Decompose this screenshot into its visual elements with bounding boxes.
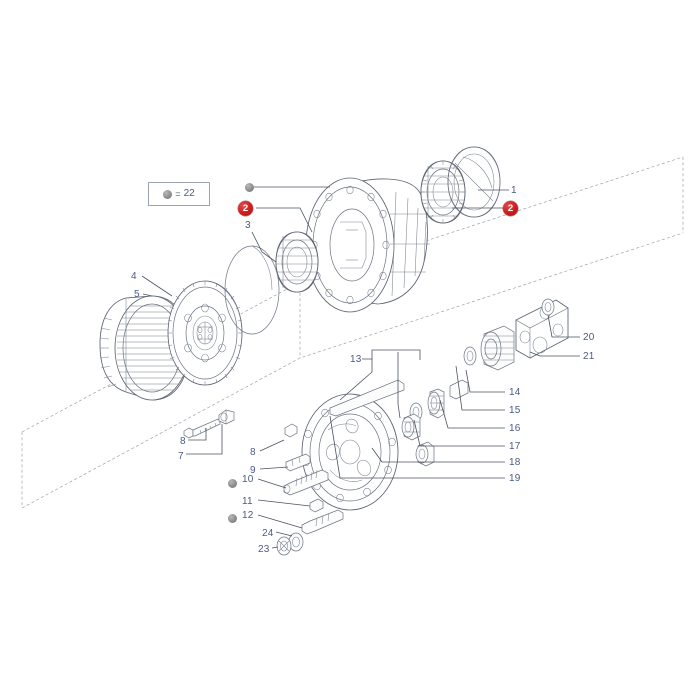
label-7: 7 — [178, 451, 184, 462]
label-13: 13 — [350, 354, 362, 365]
legend-equals: = — [175, 188, 181, 199]
badge-2-right: 2 — [503, 201, 518, 216]
leader-lines — [141, 186, 580, 549]
dot-top-icon — [245, 183, 254, 192]
label-12: 12 — [242, 510, 254, 521]
gray-dot-icon — [163, 189, 173, 199]
label-8a: 8 — [180, 436, 186, 447]
label-9: 9 — [250, 465, 256, 476]
label-11: 11 — [242, 496, 253, 507]
label-1: 1 — [511, 185, 517, 196]
label-4: 4 — [131, 271, 137, 282]
axle-housing-part — [305, 177, 430, 313]
label-24: 24 — [262, 528, 274, 539]
legend-box: = 22 — [148, 182, 210, 206]
label-15: 15 — [509, 405, 521, 416]
label-16: 16 — [509, 423, 521, 434]
dot-10-icon — [228, 479, 237, 488]
ring-gear-part — [167, 280, 243, 386]
label-23: 23 — [258, 544, 270, 555]
label-3: 3 — [245, 220, 251, 231]
label-18: 18 — [509, 457, 521, 468]
label-10: 10 — [242, 474, 254, 485]
fasteners-group — [276, 423, 344, 556]
nut-8-part — [218, 409, 235, 425]
label-17: 17 — [509, 441, 521, 452]
label-21: 21 — [583, 351, 595, 362]
bolt-7-part — [183, 418, 221, 439]
label-5: 5 — [134, 289, 140, 300]
label-20: 20 — [583, 332, 595, 343]
bearing-3-part — [275, 231, 319, 293]
badge-2-left: 2 — [238, 201, 253, 216]
legend-value: 22 — [183, 188, 195, 199]
label-8b: 8 — [250, 447, 256, 458]
bearing-2-part — [420, 160, 466, 224]
seal-ring-1-part — [447, 146, 501, 218]
shim-disc-part — [224, 245, 280, 335]
dot-12-icon — [228, 514, 237, 523]
label-14: 14 — [509, 387, 521, 398]
hub-plate-part — [301, 393, 399, 511]
mounting-bracket-part — [515, 298, 569, 359]
label-19: 19 — [509, 473, 521, 484]
splined-ring-part — [99, 295, 190, 401]
